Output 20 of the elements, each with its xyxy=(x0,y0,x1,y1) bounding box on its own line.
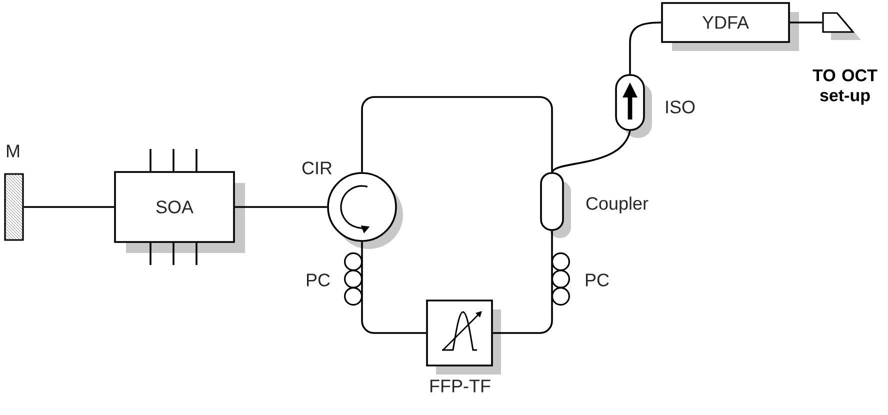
amplifier-box: YDFA xyxy=(661,2,799,51)
component-label: ISO xyxy=(666,100,695,114)
component-label: FFP-TF xyxy=(430,380,490,392)
component-label: CIR xyxy=(302,162,332,174)
component-label: M xyxy=(6,144,20,158)
amplifier-box: SOA xyxy=(114,148,245,266)
fiber-line xyxy=(629,22,662,74)
fiber-line xyxy=(361,242,363,252)
fiber-line xyxy=(361,96,553,172)
component-label: PC xyxy=(586,274,609,286)
fiber-line xyxy=(24,206,114,208)
fiber-line xyxy=(551,130,631,173)
fiber-line xyxy=(361,306,426,334)
fiber-line xyxy=(551,230,553,252)
component-label: PC xyxy=(306,274,330,286)
fiber-line xyxy=(790,22,822,24)
fiber-line xyxy=(234,206,328,208)
component-label: Coupler xyxy=(586,196,648,214)
fiber-line xyxy=(492,306,553,334)
component-label: TO OCT set-up xyxy=(812,69,878,105)
